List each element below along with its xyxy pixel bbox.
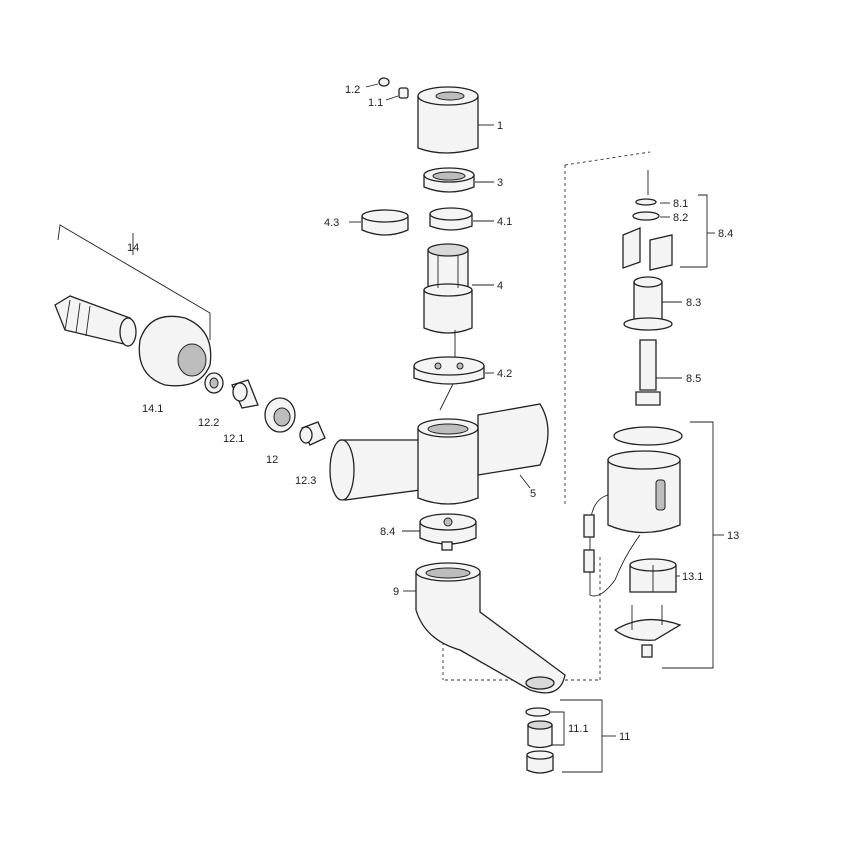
label-8-3: 8.3 xyxy=(686,297,701,309)
label-9: 9 xyxy=(393,586,399,598)
part-1-2-screw xyxy=(365,77,390,88)
label-1-1: 1.1 xyxy=(368,97,383,109)
part-12-3-insert xyxy=(299,421,326,446)
part-13-1-battery xyxy=(629,558,680,593)
label-3: 3 xyxy=(497,177,503,189)
label-8-1: 8.1 xyxy=(673,198,688,210)
label-12-2: 12.2 xyxy=(198,417,219,429)
label-5: 5 xyxy=(530,488,536,500)
label-4-1: 4.1 xyxy=(497,216,512,228)
label-4: 4 xyxy=(497,280,503,292)
label-12-3: 12.3 xyxy=(295,475,316,487)
part-4-2-disc xyxy=(413,356,494,385)
label-14: 14 xyxy=(127,242,139,254)
part-9-spout xyxy=(403,562,566,694)
label-11-1: 11.1 xyxy=(568,723,589,735)
part-4-cartridge xyxy=(423,243,494,411)
part-1-cap xyxy=(417,86,494,154)
label-11: 11 xyxy=(619,731,630,743)
part-8-4-seat xyxy=(402,513,477,551)
label-14-1: 14.1 xyxy=(142,403,163,415)
part-12-nut xyxy=(264,397,296,433)
label-13: 13 xyxy=(727,530,739,542)
part-5-body xyxy=(329,403,549,505)
label-1-2: 1.2 xyxy=(345,84,360,96)
label-8-4-top: 8.4 xyxy=(718,228,733,240)
part-12-1-nipple xyxy=(231,379,259,409)
label-8-2: 8.2 xyxy=(673,212,688,224)
label-12-1: 12.1 xyxy=(223,433,244,445)
part-4-1-ring xyxy=(429,207,494,231)
label-8-5: 8.5 xyxy=(686,373,701,385)
part-13-module xyxy=(583,426,683,597)
part-12-2-washer xyxy=(204,372,224,394)
part-labels: 1.2 1.1 1 3 4.1 4.3 4 4.2 5 8.4 9 14 14.… xyxy=(127,84,739,743)
part-14-1-rosette xyxy=(138,315,212,387)
label-8-4-middle: 8.4 xyxy=(380,526,395,538)
part-3-ring xyxy=(423,167,494,193)
label-4-3: 4.3 xyxy=(324,217,339,229)
part-13-bracket-plate xyxy=(613,605,682,658)
label-1: 1 xyxy=(497,120,503,132)
part-8-x-assembly xyxy=(622,170,715,406)
part-4-3-split-ring xyxy=(349,209,409,236)
part-14-bracket xyxy=(57,224,211,340)
part-1-1-screw xyxy=(385,87,409,101)
label-12: 12 xyxy=(266,454,278,466)
label-13-1: 13.1 xyxy=(682,571,703,583)
part-11-aerator xyxy=(525,699,616,774)
part-13-bracket xyxy=(662,421,724,669)
part-14-connector xyxy=(54,295,137,347)
label-4-2: 4.2 xyxy=(497,368,512,380)
